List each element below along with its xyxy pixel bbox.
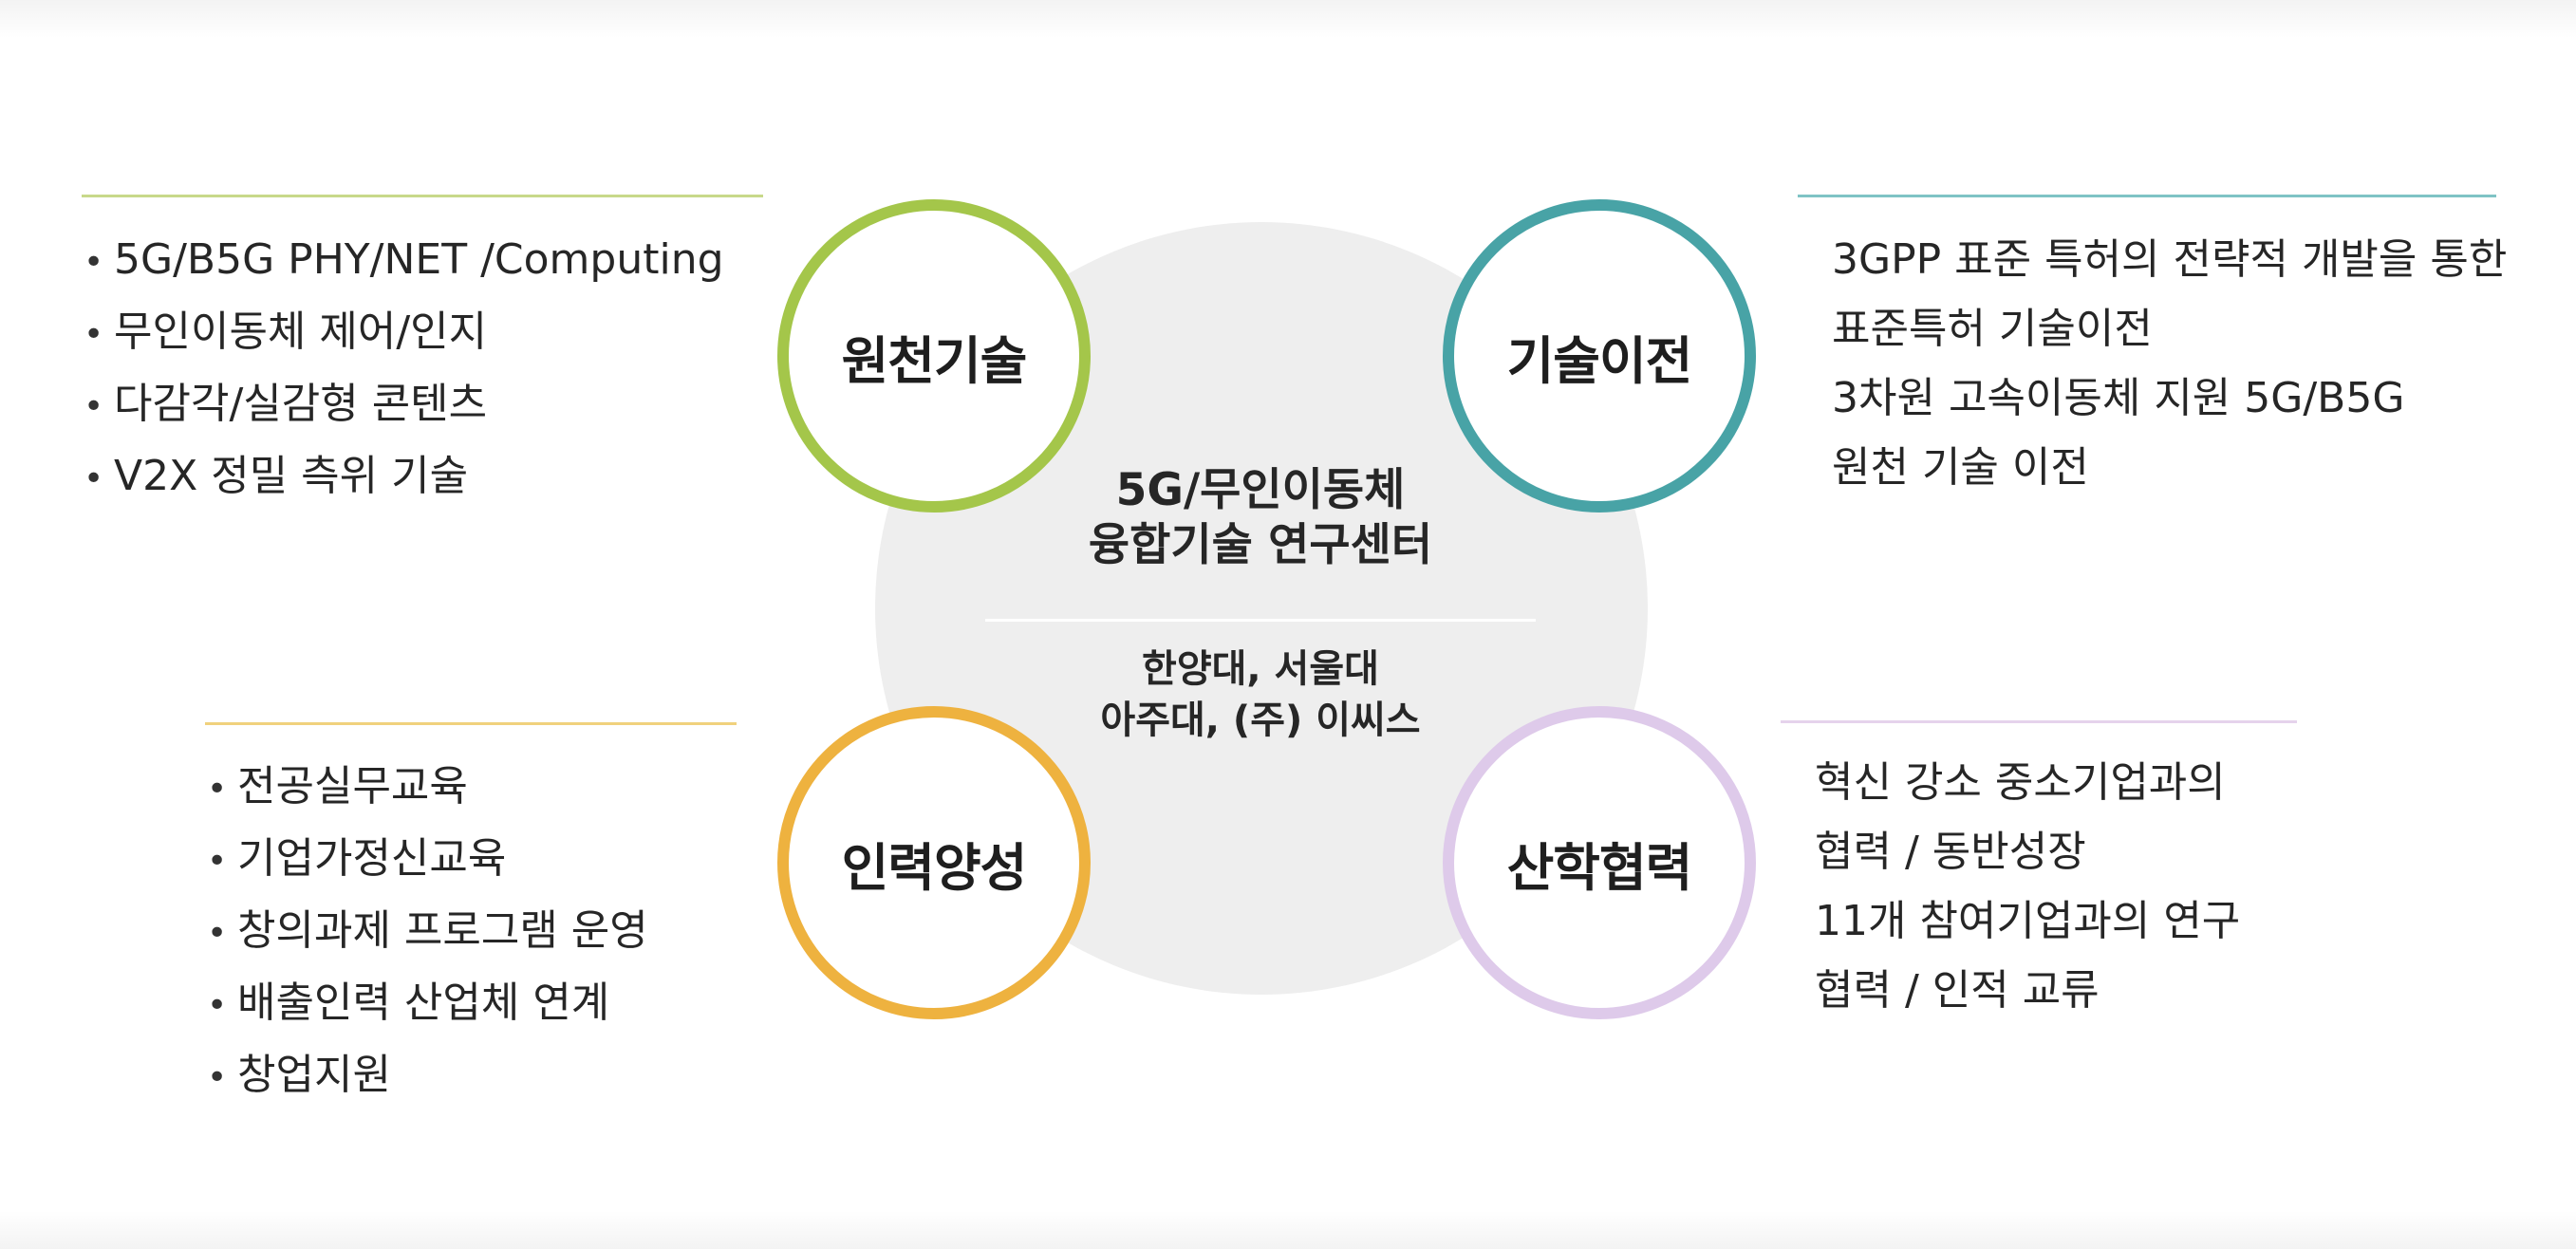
circle-technology-transfer: 기술이전 xyxy=(1443,199,1756,513)
center-title-line-1: 5G/무인이동체 xyxy=(1115,464,1406,516)
list-item: 다감각/실감형 콘텐츠 xyxy=(84,369,724,441)
divider-workforce-training xyxy=(205,722,737,725)
center-members: 한양대, 서울대 아주대, (주) 이씨스 xyxy=(949,643,1572,746)
divider-basic-technology xyxy=(82,195,763,197)
list-basic-technology: 5G/B5G PHY/NET /Computing 무인이동체 제어/인지 다감… xyxy=(84,225,724,513)
circle-basic-technology: 원천기술 xyxy=(777,199,1091,513)
circle-label-industry-cooperation: 산학협력 xyxy=(1506,837,1693,898)
list-item: 기업가정신교육 xyxy=(207,824,648,896)
divider-industry-cooperation xyxy=(1781,720,2297,723)
top-band xyxy=(0,0,2576,38)
list-item: 배출인력 산업체 연계 xyxy=(207,968,648,1040)
list-item: 표준특허 기술이전 xyxy=(1832,305,2153,353)
list-item: 3차원 고속이동체 지원 5G/B5G xyxy=(1832,374,2405,422)
list-item: V2X 정밀 측위 기술 xyxy=(84,441,724,513)
center-title: 5G/무인이동체 융합기술 연구센터 xyxy=(949,463,1572,573)
circle-industry-cooperation: 산학협력 xyxy=(1443,706,1756,1019)
list-item: 5G/B5G PHY/NET /Computing xyxy=(84,225,724,297)
list-item: 창의과제 프로그램 운영 xyxy=(207,896,648,968)
list-item: 3GPP 표준 특허의 전략적 개발을 통한 xyxy=(1832,235,2508,284)
list-technology-transfer: 3GPP 표준 특허의 전략적 개발을 통한 표준특허 기술이전 3차원 고속이… xyxy=(1832,225,2507,502)
divider-technology-transfer xyxy=(1798,195,2496,197)
bottom-band xyxy=(0,1211,2576,1249)
circle-workforce-training: 인력양성 xyxy=(777,706,1091,1019)
list-item: 무인이동체 제어/인지 xyxy=(84,297,724,369)
list-item: 창업지원 xyxy=(207,1040,648,1112)
center-divider xyxy=(985,619,1536,622)
center-members-line-2: 아주대, (주) 이씨스 xyxy=(1100,699,1421,742)
list-item: 원천 기술 이전 xyxy=(1832,443,2089,492)
list-item: 11개 참여기업과의 연구 xyxy=(1815,897,2241,945)
list-item: 협력 / 동반성장 xyxy=(1815,828,2086,876)
list-item: 협력 / 인적 교류 xyxy=(1815,966,2100,1015)
circle-label-workforce-training: 인력양성 xyxy=(841,837,1028,898)
circle-label-technology-transfer: 기술이전 xyxy=(1506,330,1693,391)
circle-label-basic-technology: 원천기술 xyxy=(841,330,1028,391)
list-workforce-training: 전공실무교육 기업가정신교육 창의과제 프로그램 운영 배출인력 산업체 연계 … xyxy=(207,752,648,1112)
list-item: 혁신 강소 중소기업과의 xyxy=(1815,758,2226,807)
center-title-line-2: 융합기술 연구센터 xyxy=(1088,519,1433,571)
center-members-line-1: 한양대, 서울대 xyxy=(1142,647,1379,691)
list-industry-cooperation: 혁신 강소 중소기업과의 협력 / 동반성장 11개 참여기업과의 연구 협력 … xyxy=(1815,748,2240,1025)
list-item: 전공실무교육 xyxy=(207,752,648,824)
